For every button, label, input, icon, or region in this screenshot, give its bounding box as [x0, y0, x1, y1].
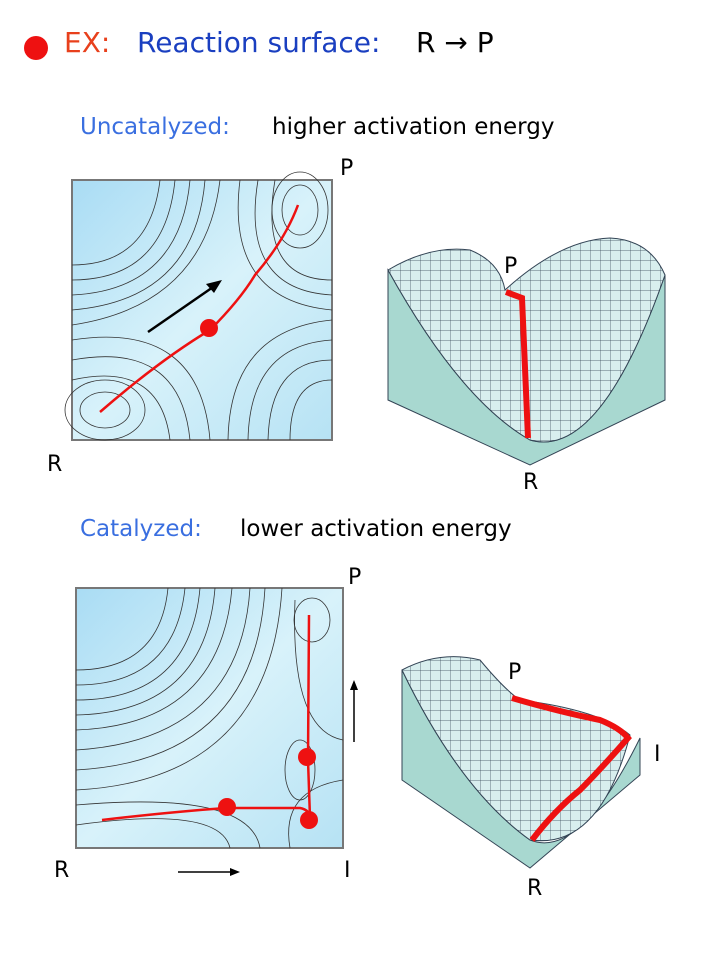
uncatalyzed-contour-plot [64, 171, 333, 441]
uncatalyzed-label: Uncatalyzed: [80, 114, 230, 140]
catalyzed-contour-plot [75, 587, 358, 876]
intermediate-marker [300, 811, 318, 829]
catalyzed-contour-end-label: P [348, 565, 362, 590]
catalyzed-contour-start-label: R [54, 858, 70, 883]
bullet-icon [24, 36, 48, 60]
title-prefix: EX: [64, 26, 111, 59]
catalyzed-contour-intermediate-label: I [344, 858, 351, 883]
catalyzed-surface-intermediate-label: I [654, 742, 661, 767]
catalyzed-3d-surface [401, 656, 641, 869]
uncatalyzed-surface-start-label: R [523, 470, 539, 495]
uncatalyzed-contour-end-label: P [340, 156, 354, 181]
transition-state-marker-1 [218, 798, 236, 816]
catalyzed-label: Catalyzed: [80, 516, 202, 542]
catalyzed-surface-end-label: P [508, 660, 522, 685]
catalyzed-description: lower activation energy [240, 516, 512, 542]
transition-state-marker-2 [298, 748, 316, 766]
uncatalyzed-contour-start-label: R [47, 452, 63, 477]
transition-state-marker [200, 319, 218, 337]
uncatalyzed-description: higher activation energy [272, 114, 555, 140]
reaction-equation: R → P [416, 26, 494, 59]
uncatalyzed-surface-end-label: P [504, 254, 518, 279]
catalyzed-surface-start-label: R [527, 876, 543, 901]
page-title: Reaction surface: [137, 26, 381, 59]
uncatalyzed-3d-surface [387, 237, 666, 466]
